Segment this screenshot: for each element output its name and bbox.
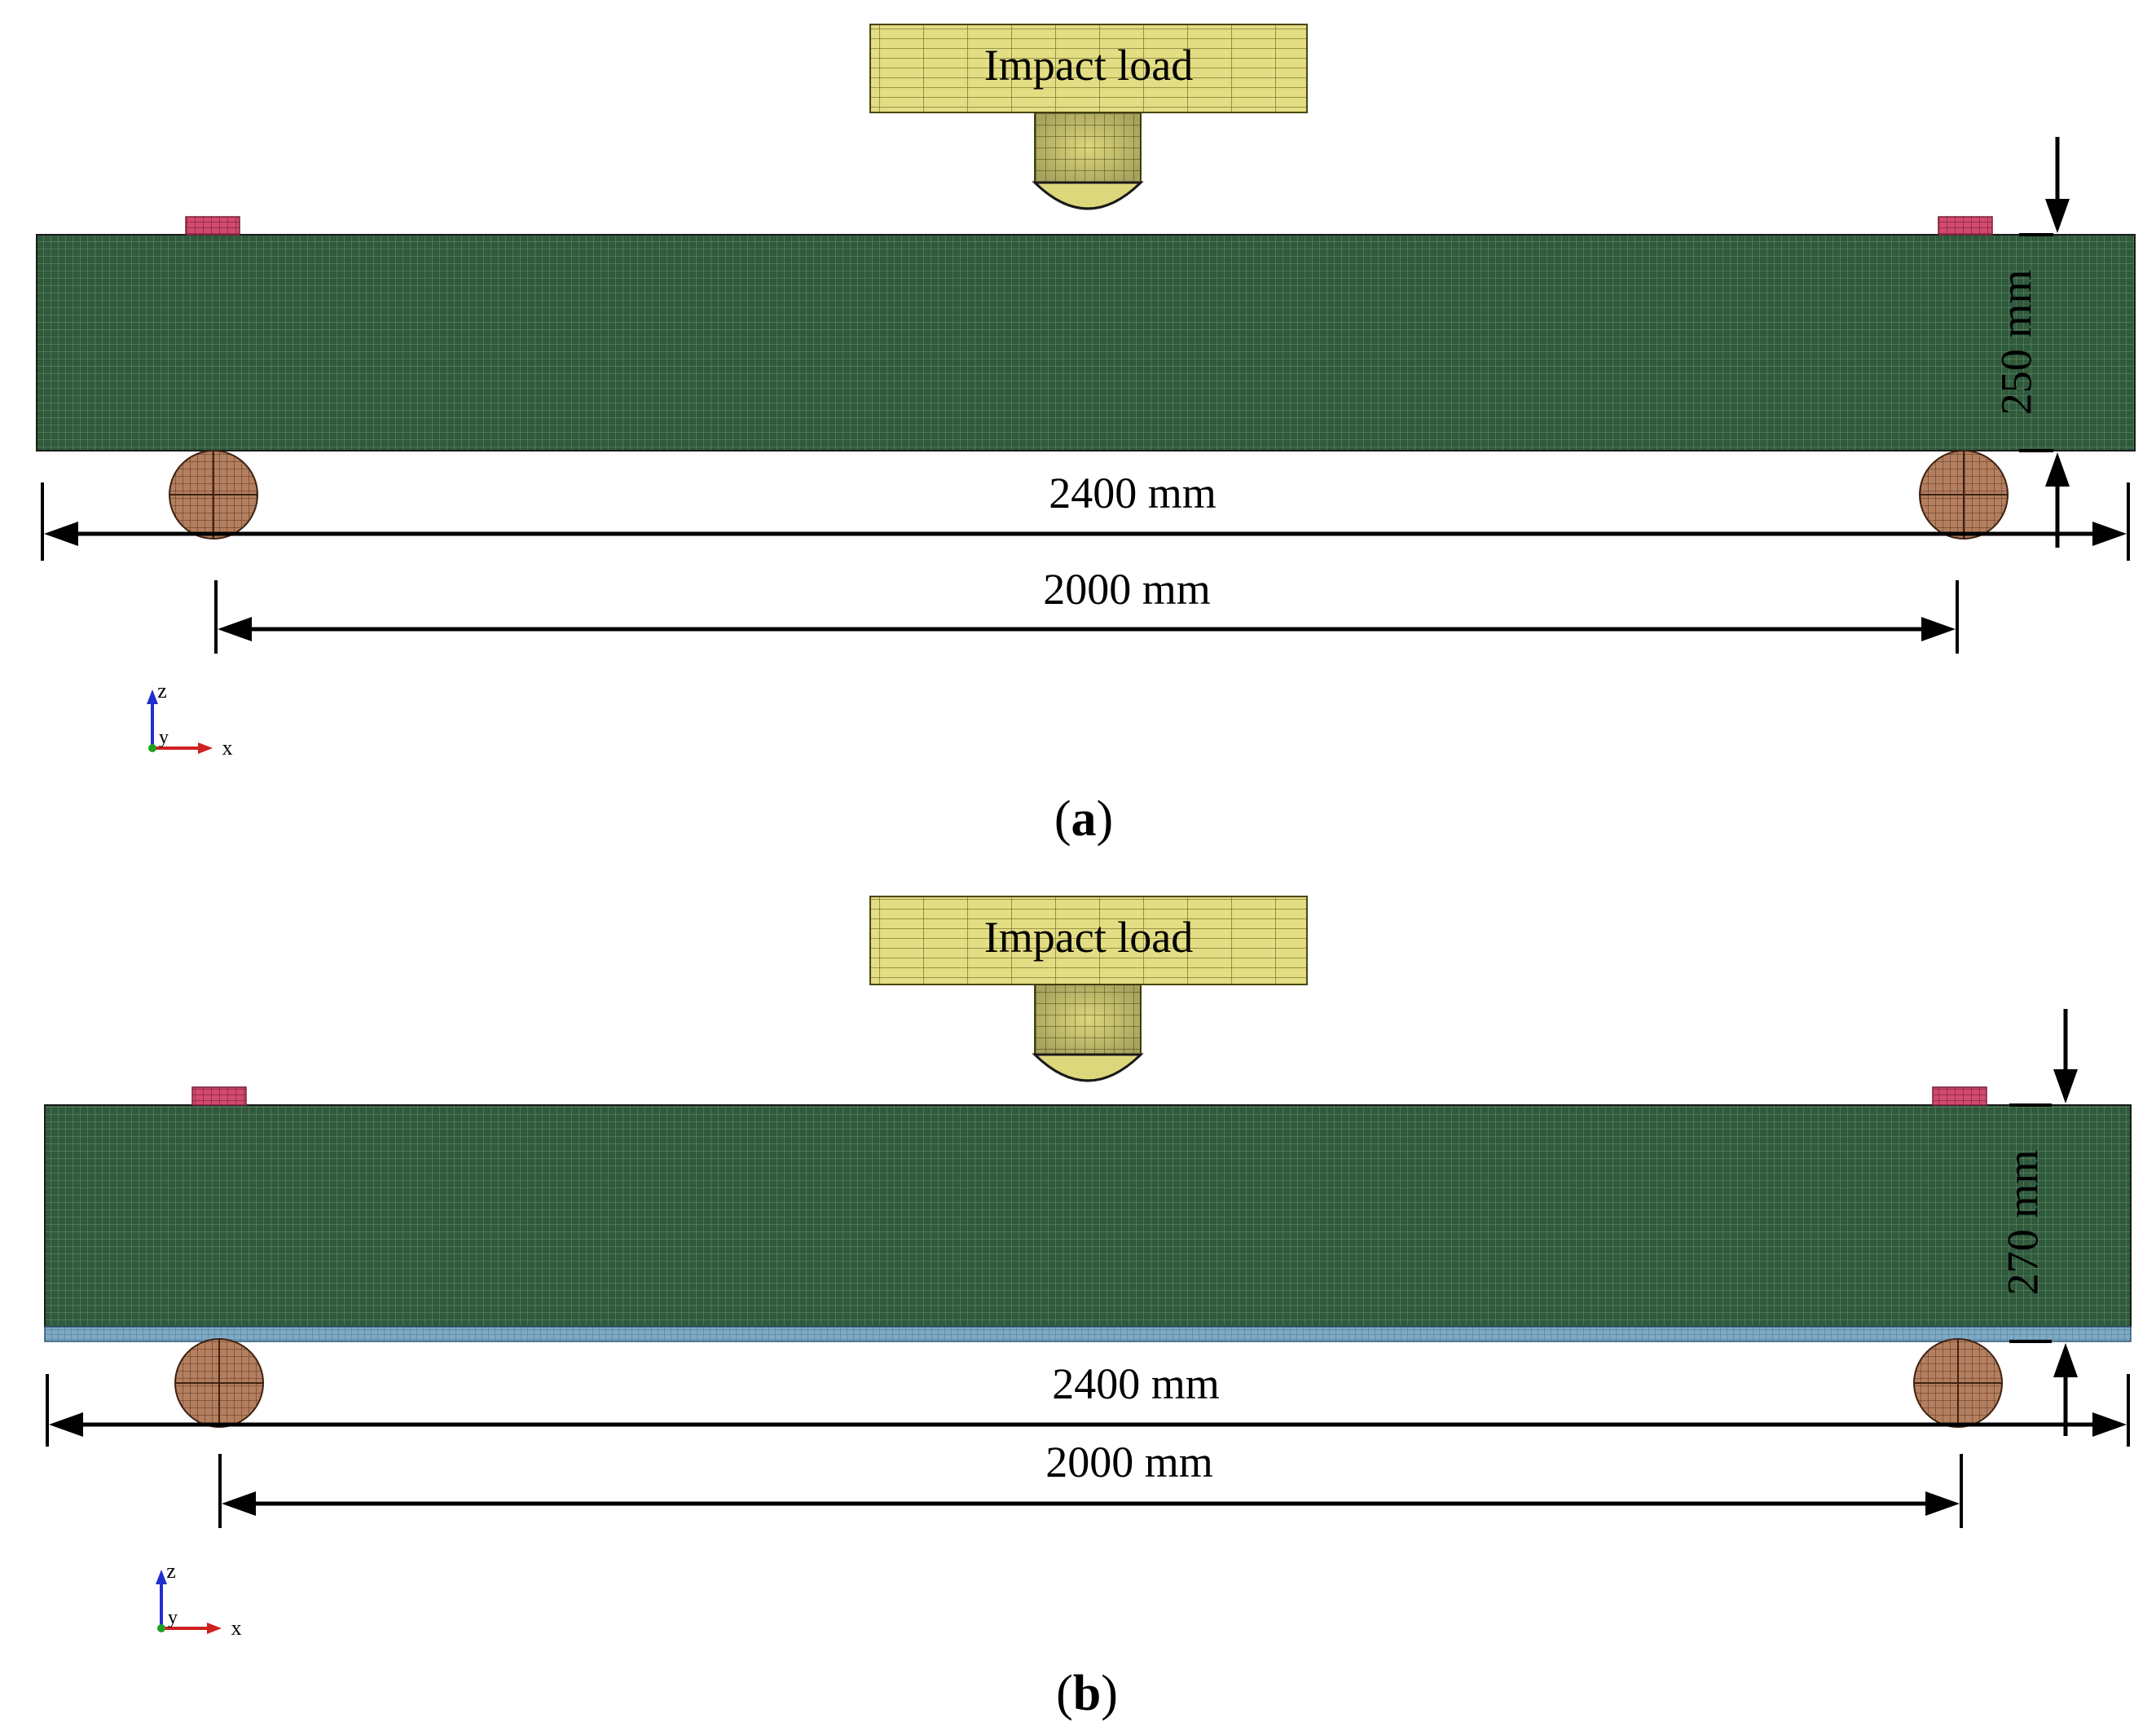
impact-plate — [869, 896, 1308, 985]
beam-height-label: 270 mm — [1998, 1150, 2047, 1296]
total-length-left-arrowhead — [44, 522, 78, 546]
panel-caption: (b) — [1056, 1666, 1118, 1721]
panel-a: Impact load 250 mm 2400 mm 2000 mm z y x (a) — [36, 24, 2136, 847]
span-right-arrowhead — [1925, 1491, 1960, 1516]
span-left-arrowhead — [218, 617, 252, 641]
axis-z-label: z — [166, 1559, 176, 1583]
impact-load-label: Impact load — [984, 41, 1193, 90]
right-pad — [1938, 216, 1993, 236]
concrete-beam — [36, 234, 2136, 451]
axis-x-label: x — [231, 1616, 242, 1640]
caption-open: ( — [1056, 1666, 1073, 1721]
concrete-beam — [44, 1104, 2132, 1328]
total-length-left-arrowhead — [49, 1412, 83, 1437]
axis-triad-icon: z y x — [147, 679, 233, 760]
caption-letter: b — [1073, 1666, 1101, 1721]
height-dim-bottom-arrowhead — [2045, 452, 2070, 487]
axis-z-label: z — [157, 679, 167, 703]
y-axis-dot — [157, 1624, 165, 1632]
impact-plate — [869, 24, 1308, 113]
axis-y-label: y — [168, 1607, 178, 1628]
impactor-stem-shade — [1035, 984, 1141, 1055]
right-pad — [1932, 1086, 1987, 1106]
impact-load-label: Impact load — [984, 913, 1193, 962]
support-span-label: 2000 mm — [1043, 565, 1211, 614]
total-length-label: 2400 mm — [1052, 1359, 1220, 1408]
axis-y-label: y — [159, 727, 169, 748]
axis-triad-icon: z y x — [156, 1559, 242, 1640]
total-length-right-arrowhead — [2092, 522, 2127, 546]
x-axis-arrowhead — [198, 742, 213, 754]
panel-b: Impact load 270 mm 2400 mm 2000 mm z y x (b) — [44, 896, 2132, 1721]
z-axis-arrowhead — [147, 689, 158, 704]
height-dim-bottom-arrowhead — [2053, 1343, 2078, 1377]
caption-close: ) — [1101, 1666, 1118, 1721]
total-length-right-arrowhead — [2092, 1412, 2127, 1437]
z-axis-arrowhead — [156, 1570, 167, 1584]
panel-caption: (a) — [1054, 791, 1113, 847]
bottom-strengthening-layer — [44, 1326, 2132, 1342]
caption-open: ( — [1054, 791, 1071, 847]
x-axis-arrowhead — [207, 1623, 222, 1634]
impactor-stem-shade — [1035, 112, 1141, 183]
impactor-tip — [1032, 1053, 1144, 1082]
caption-letter: a — [1071, 791, 1097, 847]
axis-x-label: x — [222, 736, 233, 760]
y-axis-dot — [148, 744, 156, 752]
support-span-label: 2000 mm — [1045, 1438, 1213, 1487]
left-pad — [185, 216, 240, 236]
impactor-tip — [1032, 181, 1144, 210]
left-pad — [191, 1086, 247, 1106]
height-dim-top-arrowhead — [2045, 199, 2070, 233]
span-left-arrowhead — [222, 1491, 256, 1516]
height-dim-top-arrowhead — [2053, 1069, 2078, 1103]
span-right-arrowhead — [1921, 617, 1956, 641]
beam-height-label: 250 mm — [1991, 270, 2040, 416]
total-length-label: 2400 mm — [1049, 469, 1217, 518]
caption-close: ) — [1097, 791, 1114, 847]
